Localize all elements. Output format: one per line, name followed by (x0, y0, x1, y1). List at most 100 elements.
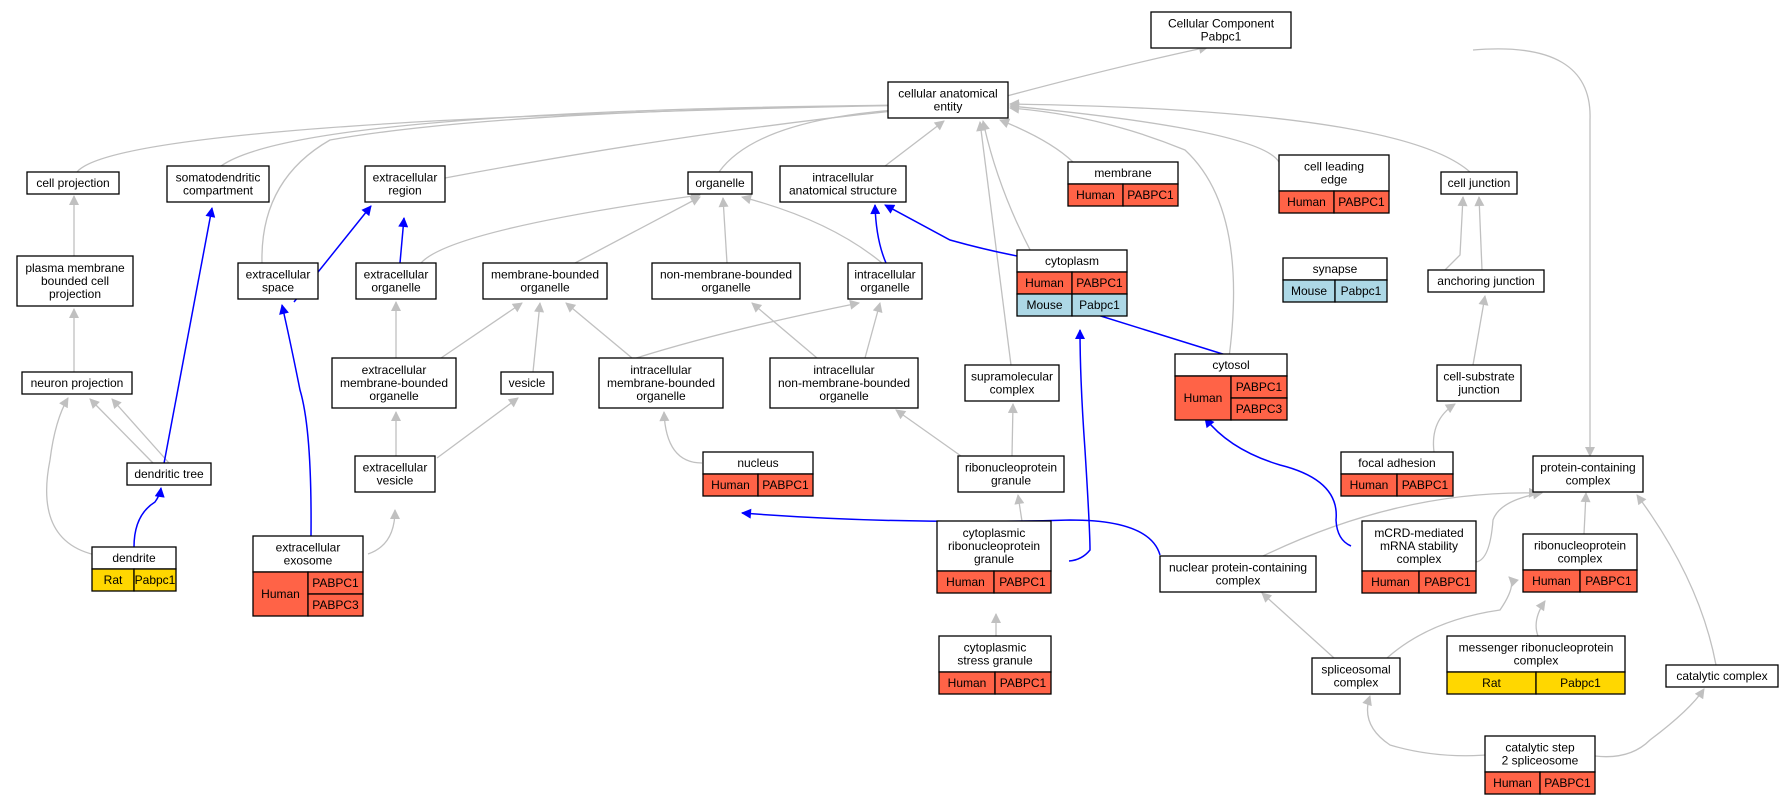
term-node-neuronproj[interactable]: neuron projection (21, 371, 133, 395)
term-label: organelle (369, 389, 419, 403)
gene-cell (1396, 473, 1454, 497)
term-box (355, 262, 437, 300)
species-label: Rat (1482, 676, 1501, 690)
term-box (482, 262, 608, 300)
term-label: cytoplasmic (963, 526, 1026, 540)
species-label: Human (1350, 478, 1389, 492)
term-label: organelle (701, 281, 751, 295)
term-label: vesicle (377, 474, 414, 488)
edges-layer (46, 43, 1717, 758)
term-box (779, 165, 907, 203)
gene-label: Pabpc1 (1560, 676, 1601, 690)
term-label: neuron projection (31, 376, 124, 390)
term-label: spliceosomal (1321, 663, 1390, 677)
term-node-catcomp[interactable]: catalytic complex (1665, 664, 1779, 688)
term-label: intracellular (854, 268, 915, 282)
term-label: stress granule (957, 654, 1033, 668)
term-label: membrane (1094, 166, 1152, 180)
term-node-inmbo[interactable]: intracellularnon-membrane-boundedorganel… (769, 357, 919, 409)
term-box (938, 635, 1052, 673)
term-box (1361, 520, 1477, 572)
gene-label: Pabpc1 (1341, 284, 1382, 298)
term-label: organelle (695, 176, 745, 190)
term-box (964, 364, 1060, 402)
species-label: Human (1493, 776, 1532, 790)
term-label: Cellular Component (1168, 17, 1275, 31)
term-label: membrane-bounded (607, 376, 715, 390)
is-a-edge (111, 398, 170, 464)
part-of-edge (133, 487, 165, 548)
gene-label: PABPC1 (1424, 575, 1471, 589)
gene-cell (1122, 183, 1179, 207)
gene-label: PABPC1 (762, 478, 809, 492)
term-box (21, 371, 133, 395)
term-label: mCRD-mediated (1374, 526, 1463, 540)
term-box (1436, 364, 1522, 402)
is-a-edge (1261, 592, 1335, 659)
term-node-organelle[interactable]: organelle (687, 171, 753, 195)
is-a-edge (659, 411, 703, 464)
gene-label: Pabpc1 (135, 573, 176, 587)
gene-cell (1539, 771, 1596, 795)
term-node-cellproj[interactable]: cell projection (26, 171, 120, 195)
term-node-crnpg[interactable]: cytoplasmicribonucleoproteingranuleHuman… (936, 520, 1052, 594)
part-of-edge (870, 204, 887, 264)
term-label: organelle (371, 281, 421, 295)
term-label: granule (974, 552, 1014, 566)
term-label: organelle (636, 389, 686, 403)
is-a-edge (367, 509, 400, 555)
gene-label: PABPC1 (1544, 776, 1591, 790)
term-node-anchjunc[interactable]: anchoring junction (1427, 269, 1545, 293)
part-of-edge (398, 217, 409, 264)
is-a-edge (436, 397, 519, 459)
term-label: projection (49, 287, 101, 301)
is-a-edge (89, 398, 154, 464)
term-label: cytoplasm (1045, 254, 1099, 268)
term-node-celljunc[interactable]: cell junction (1440, 171, 1518, 195)
term-label: nucleus (737, 456, 778, 470)
term-node-dendtree[interactable]: dendritic tree (126, 462, 212, 486)
is-a-edge (1535, 600, 1546, 637)
term-box (1522, 533, 1638, 571)
is-a-edge (1362, 695, 1499, 757)
term-box (354, 455, 436, 493)
term-node-vesicle[interactable]: vesicle (500, 371, 554, 395)
gene-label: PABPC3 (1236, 402, 1283, 416)
term-label: cytosol (1212, 358, 1249, 372)
gene-cell (993, 570, 1052, 594)
